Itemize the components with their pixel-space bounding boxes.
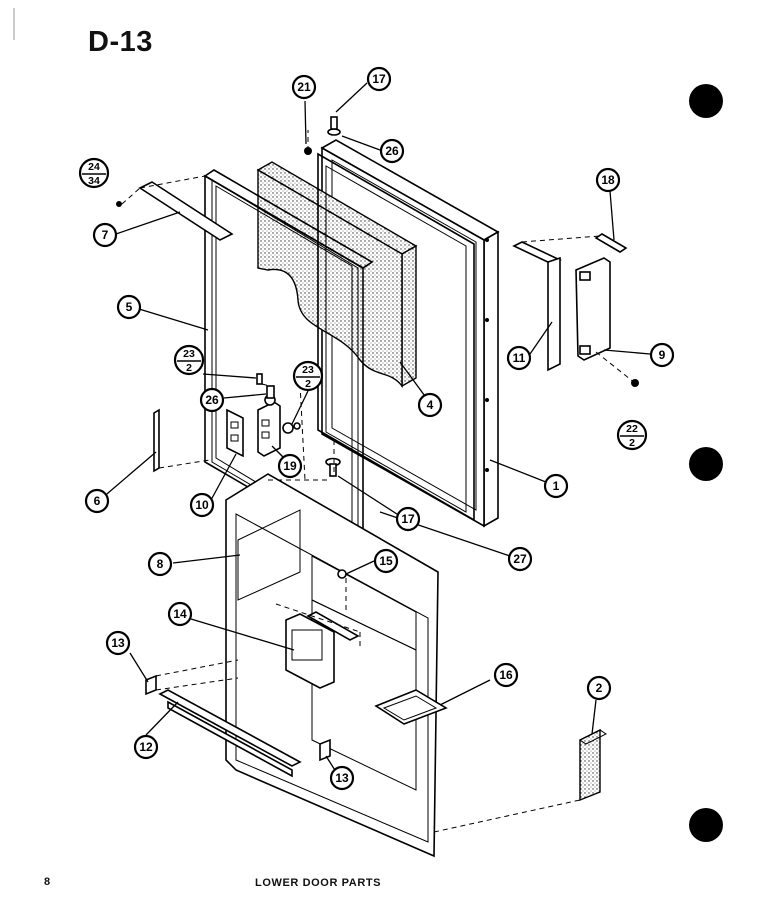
page-code: D-13 [88, 26, 153, 58]
svg-text:23: 23 [302, 364, 314, 376]
callout-9: 9 [649, 342, 675, 368]
callout-16: 16 [493, 662, 519, 688]
callout-27: 27 [507, 546, 533, 572]
svg-text:19: 19 [283, 459, 297, 473]
svg-text:10: 10 [195, 498, 209, 512]
clip-left [145, 674, 157, 696]
callout-15: 15 [373, 548, 399, 574]
svg-text:2: 2 [186, 362, 192, 374]
svg-text:7: 7 [102, 228, 109, 242]
callout-2: 2 [586, 675, 612, 701]
callout-26-left: 26 [199, 387, 225, 413]
switch-plate [285, 613, 335, 689]
svg-text:2: 2 [305, 378, 311, 390]
callout-17-bottom: 17 [395, 506, 421, 532]
binder-hole-middle [689, 447, 723, 481]
callout-10: 10 [189, 492, 215, 518]
svg-text:11: 11 [513, 351, 526, 365]
svg-text:21: 21 [297, 80, 311, 94]
callout-11: 11 [506, 345, 532, 371]
door-pad [579, 728, 607, 802]
svg-text:12: 12 [139, 740, 153, 754]
svg-text:2: 2 [629, 437, 635, 449]
svg-text:14: 14 [173, 607, 187, 621]
shelf-tray [374, 689, 448, 725]
svg-text:6: 6 [94, 494, 101, 508]
callout-21: 21 [291, 74, 317, 100]
binder-hole-bottom [689, 808, 723, 842]
fraction-callout-23-2-right: 23 2 [292, 360, 324, 392]
page-caption: LOWER DOOR PARTS [255, 877, 382, 889]
callout-26-top: 26 [379, 138, 405, 164]
callout-18: 18 [595, 167, 621, 193]
callout-12: 12 [133, 734, 159, 760]
svg-text:23: 23 [183, 348, 195, 360]
svg-text:15: 15 [379, 554, 393, 568]
handle-assembly [512, 241, 611, 372]
svg-text:2: 2 [596, 681, 603, 695]
callout-4: 4 [417, 392, 443, 418]
fraction-callout-23-2-left: 23 2 [173, 344, 205, 376]
fraction-callout-24-34: 24 34 [78, 157, 110, 189]
svg-text:13: 13 [111, 636, 125, 650]
svg-text:17: 17 [372, 72, 386, 86]
handle-trim-bar [594, 233, 628, 253]
svg-text:1: 1 [553, 479, 560, 493]
insulation-block [256, 161, 418, 389]
svg-text:8: 8 [157, 557, 164, 571]
top-trim-strip [138, 181, 234, 241]
svg-text:24: 24 [88, 161, 100, 173]
hinge-bracket [257, 385, 281, 457]
callout-7: 7 [92, 222, 118, 248]
svg-text:26: 26 [205, 393, 219, 407]
svg-text:16: 16 [499, 668, 513, 682]
hardware [116, 116, 639, 477]
svg-text:5: 5 [126, 300, 133, 314]
svg-text:27: 27 [513, 552, 527, 566]
svg-text:4: 4 [427, 398, 434, 412]
door-gasket [317, 152, 475, 522]
fraction-callout-22-2: 22 2 [616, 419, 648, 451]
callout-13-left: 13 [105, 630, 131, 656]
leader-lines [100, 82, 651, 776]
callout-6: 6 [84, 488, 110, 514]
callout-19: 19 [277, 453, 303, 479]
binder-hole-top [689, 84, 723, 118]
svg-text:22: 22 [626, 423, 638, 435]
clip-right [319, 738, 331, 762]
callout-1: 1 [543, 473, 569, 499]
svg-text:13: 13 [335, 771, 349, 785]
callout-13-right: 13 [329, 765, 355, 791]
svg-text:9: 9 [659, 348, 666, 362]
svg-text:26: 26 [385, 144, 399, 158]
callout-14: 14 [167, 601, 193, 627]
callout-17-top: 17 [366, 66, 392, 92]
bottom-rail [158, 689, 302, 778]
svg-text:18: 18 [601, 173, 615, 187]
svg-text:17: 17 [401, 512, 415, 526]
side-trim-strip [153, 408, 160, 473]
svg-text:34: 34 [88, 175, 100, 187]
page-number: 8 [44, 876, 51, 888]
assembly-lines [121, 130, 636, 833]
callout-5: 5 [116, 294, 142, 320]
callout-8: 8 [147, 551, 173, 577]
hinge-plate-left [226, 408, 244, 458]
